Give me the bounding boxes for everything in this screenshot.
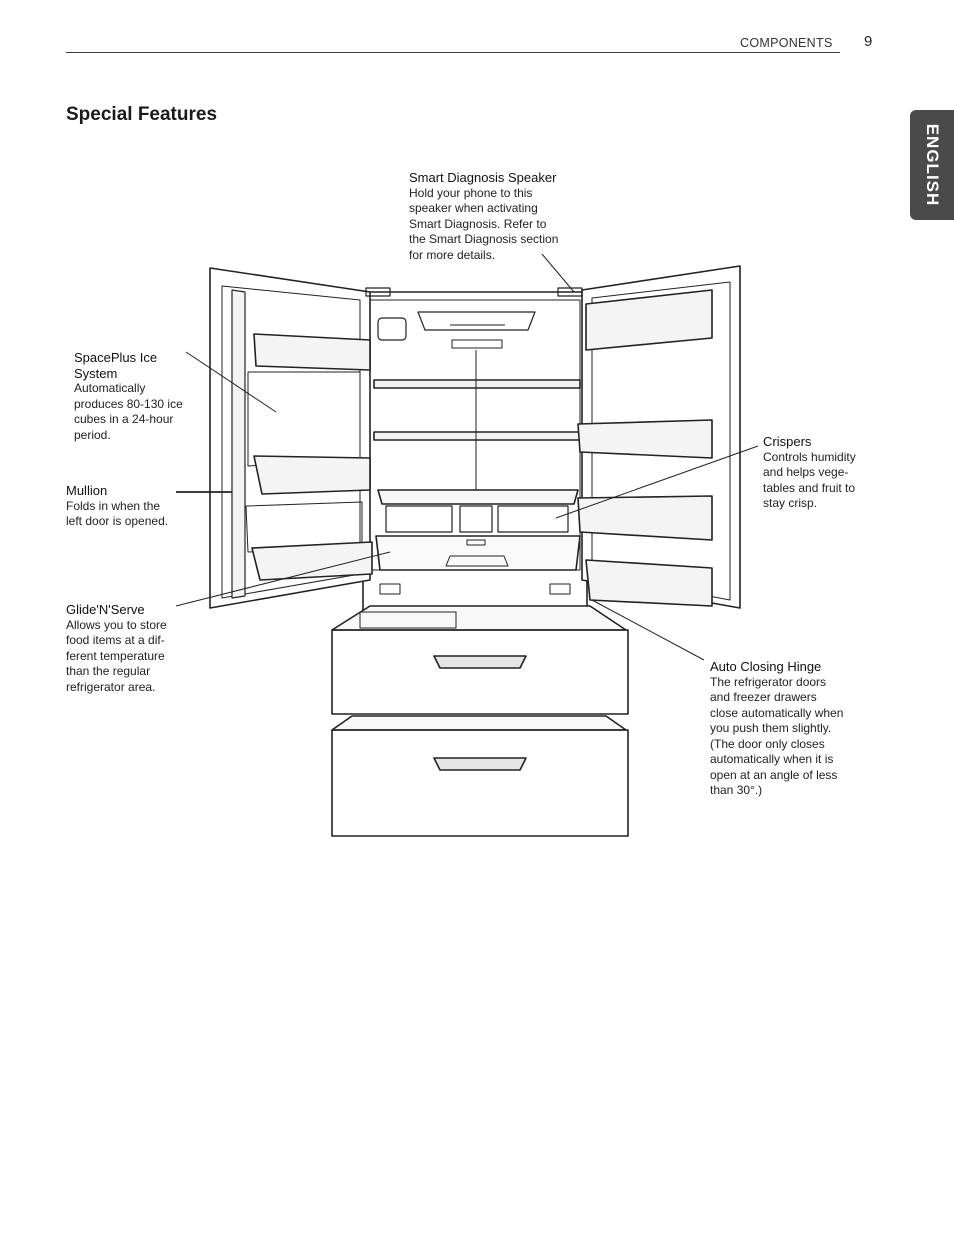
callout-crispers: Crispers Controls humidity and helps veg… <box>763 434 856 512</box>
callout-glide-n-serve: Glide'N'Serve Allows you to store food i… <box>66 602 167 695</box>
callout-desc: Folds in when the left door is opened. <box>66 498 169 529</box>
callout-title: Smart Diagnosis Speaker <box>409 170 557 185</box>
leader-glide <box>175 551 391 607</box>
callout-mullion: Mullion Folds in when the left door is o… <box>66 483 168 530</box>
callout-desc: Controls humidity and helps vege- tables… <box>763 449 856 511</box>
callout-desc: The refrigerator doors and freezer drawe… <box>710 674 844 798</box>
callout-title: Mullion <box>66 483 108 498</box>
callout-desc: Hold your phone to this speaker when act… <box>409 185 559 262</box>
header-rule <box>66 52 840 53</box>
header-section-label: COMPONENTS <box>740 36 833 50</box>
callout-smart-diagnosis-speaker: Smart Diagnosis Speaker Hold your phone … <box>409 170 558 263</box>
callout-title: SpacePlus Ice System <box>74 350 158 381</box>
callout-desc: Allows you to store food items at a dif-… <box>66 617 167 694</box>
leader-hinge <box>591 599 705 661</box>
leader-crispers <box>555 445 759 519</box>
page-number: 9 <box>864 33 873 50</box>
callout-spaceplus-ice-system: SpacePlus Ice System Automatically produ… <box>74 350 183 443</box>
freezer-drawer-upper <box>331 629 629 715</box>
leader-spaceplus <box>185 351 277 413</box>
language-tab: ENGLISH <box>910 110 954 220</box>
leader-smart-diagnosis <box>541 253 575 293</box>
callout-title: Glide'N'Serve <box>66 602 145 617</box>
callout-desc: Automatically produces 80-130 ice cubes … <box>74 381 183 442</box>
callout-auto-closing-hinge: Auto Closing Hinge The refrigerator door… <box>710 659 843 799</box>
section-title: Special Features <box>66 104 218 125</box>
freezer-drawer-lower <box>331 729 629 837</box>
callout-title: Auto Closing Hinge <box>710 659 822 674</box>
callout-title: Crispers <box>763 434 812 449</box>
